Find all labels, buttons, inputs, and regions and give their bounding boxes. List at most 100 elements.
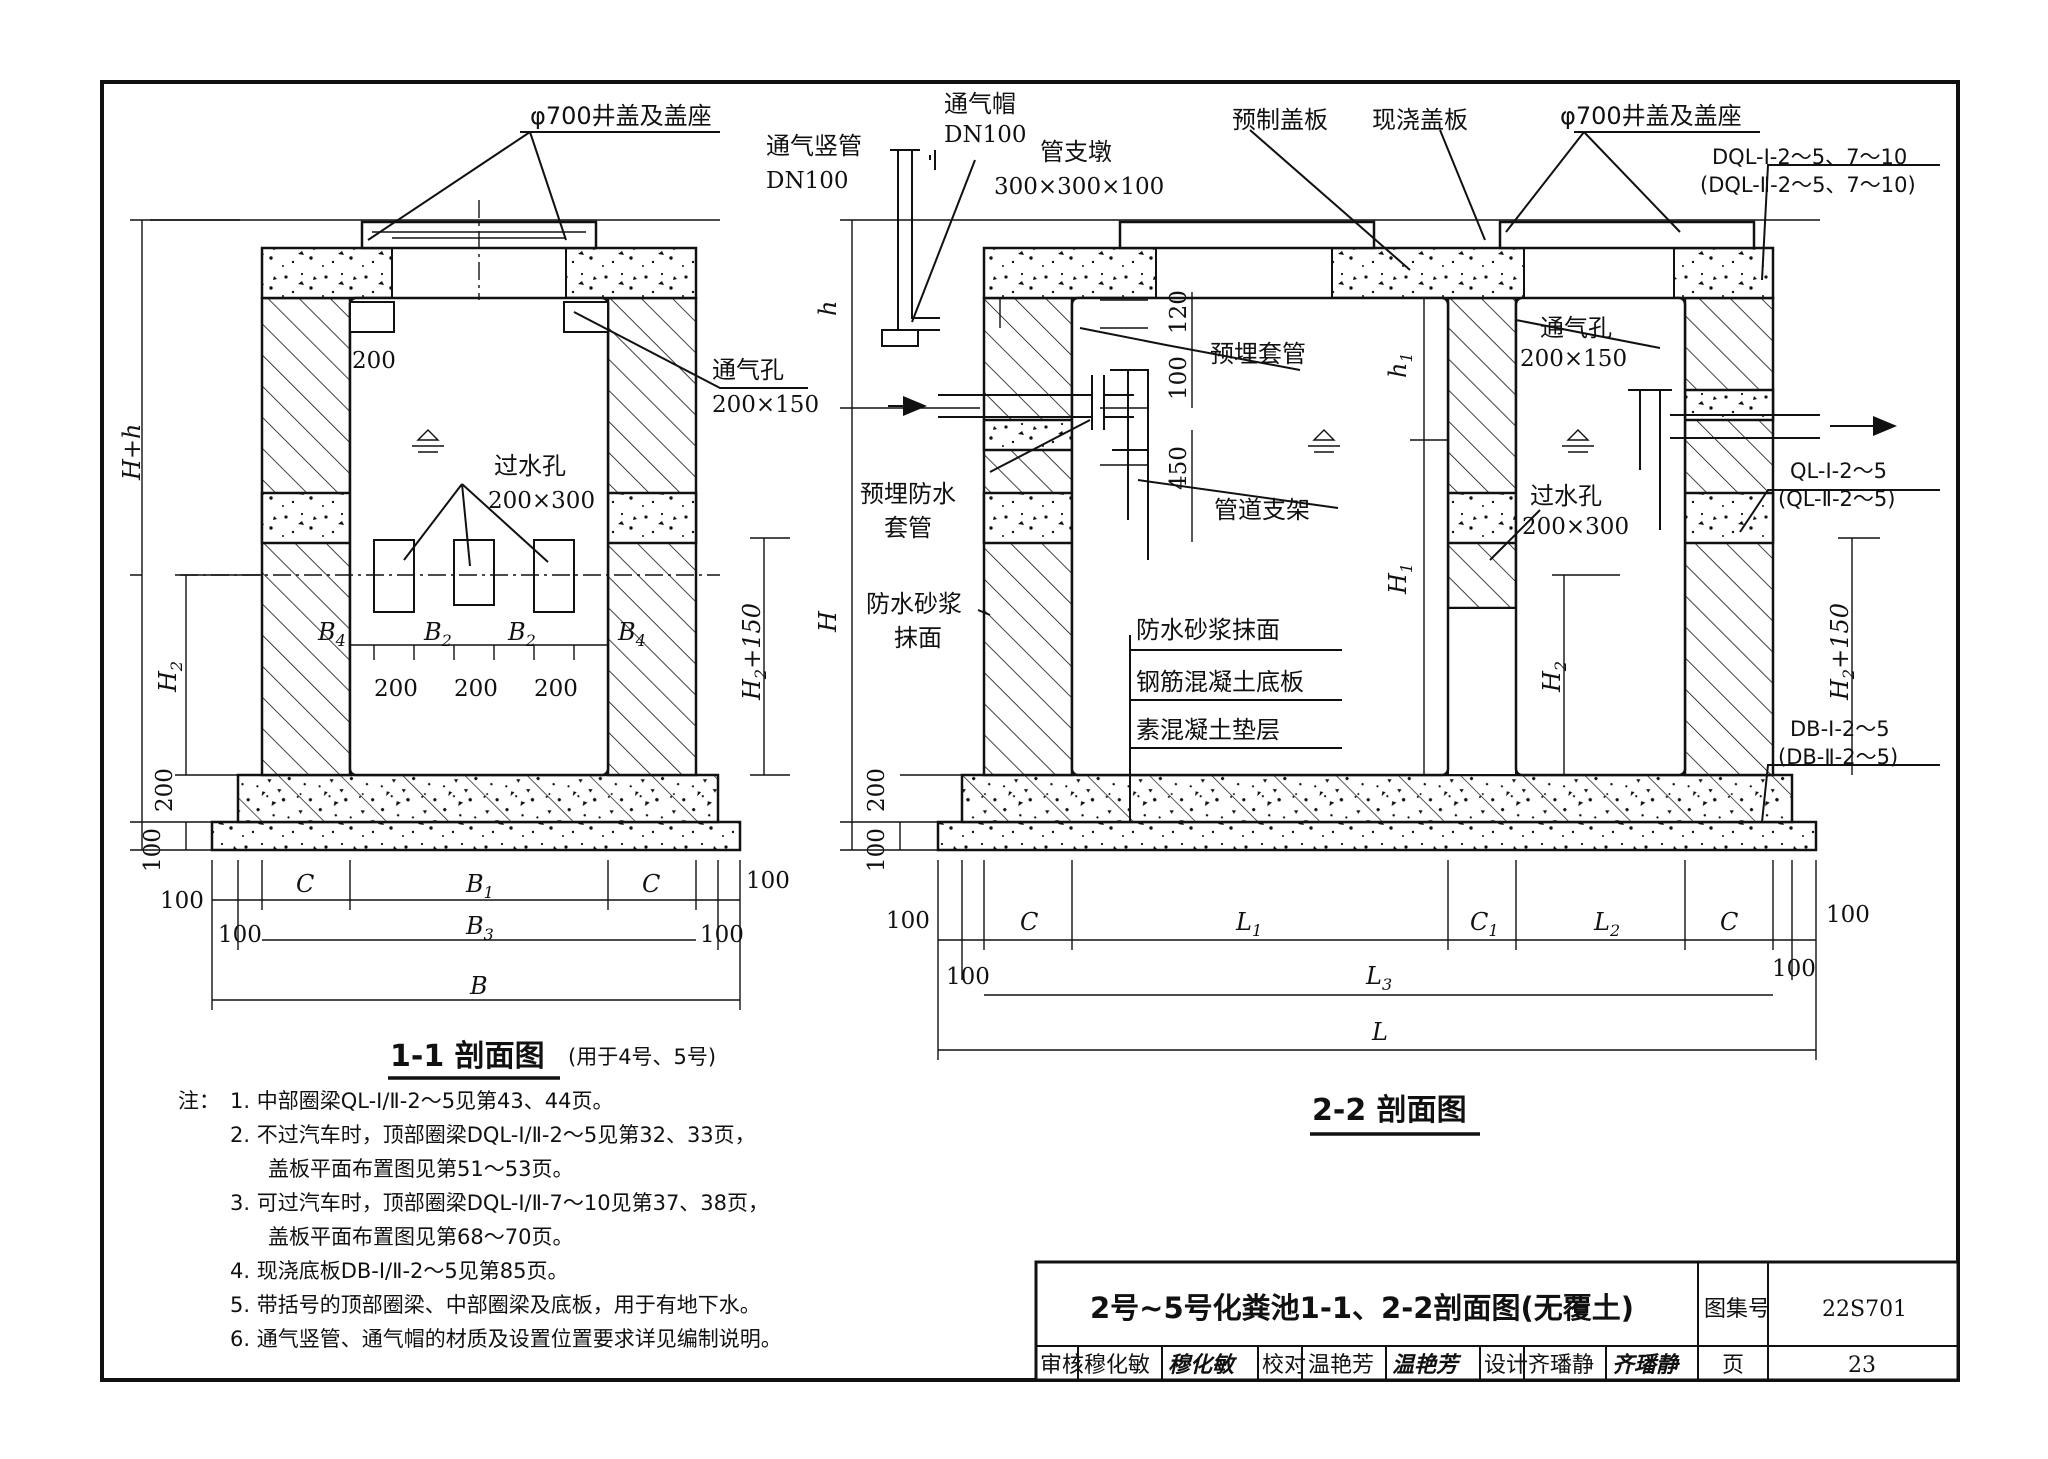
design-label: 设计: [1484, 1353, 1528, 1378]
dim-c1: C1: [1470, 908, 1499, 940]
vent-hole-size-1-1: 200×150: [712, 392, 819, 418]
layer-label-2: 钢筋混凝土底板: [1136, 668, 1304, 696]
mortar-label-1: 防水砂浆: [866, 590, 962, 618]
dim-b4-right: B4: [617, 618, 646, 650]
dql-label-1: DQL-Ⅰ-2～5、7～10: [1712, 145, 1907, 169]
floor-slab-2-2: [960, 773, 1794, 824]
base-slab-2-2: [936, 820, 1818, 852]
dim-100-right-b-2-2: 100: [1772, 956, 1816, 982]
dim-b3: B3: [465, 912, 494, 944]
dim-H: H: [814, 610, 842, 633]
check-signature: 温艳芳: [1392, 1352, 1462, 1378]
vent-pipe-label: 通气竖管: [766, 132, 862, 160]
check-name: 温艳芳: [1308, 1353, 1374, 1378]
drawing-title: 2号~5号化粪池1-1、2-2剖面图(无覆土): [1090, 1291, 1634, 1325]
vent-hole-label-2-2: 通气孔: [1540, 314, 1612, 342]
dim-100-base-2-2: 100: [864, 828, 890, 872]
layer-label-1: 防水砂浆抹面: [1136, 616, 1280, 644]
dim-100-left: 100: [160, 888, 204, 914]
dim-c-right-2-2: C: [1720, 908, 1738, 936]
review-signature: 穆化敏: [1168, 1352, 1238, 1378]
precast-cover-label: 预制盖板: [1232, 106, 1328, 134]
dim-100-left-2-2: 100: [886, 908, 930, 934]
title-block: 2号~5号化粪池1-1、2-2剖面图(无覆土) 图集号 22S701 页 23 …: [1034, 1260, 1960, 1382]
note-4: 4. 现浇底板DB-Ⅰ/Ⅱ-2～5见第85页。: [230, 1259, 569, 1283]
dim-200-slab: 200: [152, 768, 178, 812]
dim-total-height: H+h: [118, 424, 146, 482]
section-1-1-title-note: (用于4号、5号): [568, 1045, 716, 1069]
note-6: 6. 通气竖管、通气帽的材质及设置位置要求详见编制说明。: [230, 1327, 782, 1351]
dim-h2-150: H2+150: [738, 603, 770, 701]
notes-prefix: 注：: [178, 1089, 220, 1113]
review-label: 审核: [1040, 1353, 1084, 1378]
design-signature: 齐璠静: [1612, 1352, 1681, 1378]
note-2: 2. 不过汽车时，顶部圈梁DQL-Ⅰ/Ⅱ-2～5见第32、33页，: [230, 1123, 756, 1147]
cast-cover-label: 现浇盖板: [1372, 106, 1468, 134]
sheet-border: [100, 80, 1960, 1382]
dim-100-right: 100: [746, 868, 790, 894]
section-1-1: [130, 131, 808, 1010]
dim-b2-left: B2: [423, 618, 452, 650]
embedded-sleeve-label: 预埋套管: [1210, 340, 1306, 368]
page-number: 23: [1848, 1353, 1876, 1378]
design-name: 齐璠静: [1528, 1353, 1594, 1378]
section-2-2: [840, 129, 1940, 1060]
dim-l1: L1: [1235, 908, 1262, 940]
vent-hole-label-1-1: 通气孔: [712, 356, 784, 384]
water-hole-size-1-1: 200×300: [488, 488, 595, 514]
dim-h: h: [814, 301, 842, 316]
note-2-cont: 盖板平面布置图见第51～53页。: [268, 1157, 573, 1181]
water-hole-label-2-2: 过水孔: [1530, 482, 1602, 510]
water-hole-label-1-1: 过水孔: [494, 452, 566, 480]
review-name: 穆化敏: [1084, 1353, 1150, 1378]
base-slab-1-1: [210, 820, 742, 852]
db-label-2: (DB-Ⅱ-2～5): [1778, 745, 1898, 769]
dim-h2-150-2-2: H2+150: [1826, 603, 1858, 701]
dim-c-left: C: [296, 870, 314, 898]
dim-b-total: B: [469, 972, 488, 1000]
vent-cap-size: DN100: [944, 122, 1026, 148]
db-label-1: DB-Ⅰ-2～5: [1790, 717, 1890, 741]
cover-label-2-2: φ700井盖及盖座: [1560, 102, 1742, 130]
dql-label-2: (DQL-Ⅱ-2～5、7～10): [1700, 173, 1916, 197]
dim-100-left-2: 100: [218, 922, 262, 948]
dim-200-top: 200: [352, 348, 396, 374]
pipe-pier-size: 300×300×100: [994, 174, 1164, 200]
dim-l-total: L: [1371, 1018, 1388, 1046]
waterproof-sleeve-label-2: 套管: [884, 514, 932, 542]
mortar-label-2: 抹面: [894, 624, 942, 652]
pipe-support-label: 管道支架: [1214, 496, 1310, 524]
dim-200-b: 200: [454, 676, 498, 702]
page-label: 页: [1722, 1353, 1744, 1378]
ql-label-1: QL-Ⅰ-2～5: [1790, 459, 1887, 483]
dim-b1: B1: [465, 870, 494, 902]
dim-100-right-2-2: 100: [1826, 902, 1870, 928]
dim-b4-left: B4: [317, 618, 346, 650]
section-2-2-title: 2-2 剖面图: [1312, 1093, 1467, 1128]
ql-label-2: (QL-Ⅱ-2～5): [1778, 487, 1895, 511]
note-1: 1. 中部圈梁QL-Ⅰ/Ⅱ-2～5见第43、44页。: [230, 1089, 614, 1113]
dim-c-right: C: [642, 870, 660, 898]
note-5: 5. 带括号的顶部圈梁、中部圈梁及底板，用于有地下水。: [230, 1293, 761, 1317]
notes: 注： 1. 中部圈梁QL-Ⅰ/Ⅱ-2～5见第43、44页。 2. 不过汽车时，顶…: [178, 1089, 782, 1351]
dim-l2: L2: [1593, 908, 1620, 940]
waterproof-sleeve-label-1: 预埋防水: [860, 480, 956, 508]
dim-H1: H1: [1384, 563, 1416, 595]
note-3: 3. 可过汽车时，顶部圈梁DQL-Ⅰ/Ⅱ-7～10见第37、38页，: [230, 1191, 769, 1215]
dim-100-pipe: 100: [1166, 356, 1192, 400]
dim-h1: h1: [1384, 352, 1416, 378]
dim-c-2-2: C: [1020, 908, 1038, 936]
section-1-1-title: 1-1 剖面图: [390, 1039, 545, 1074]
dim-l3: L3: [1365, 962, 1392, 994]
atlas-label: 图集号: [1704, 1297, 1770, 1322]
dim-100-left-b-2-2: 100: [946, 964, 990, 990]
vent-hole-size-2-2: 200×150: [1520, 346, 1627, 372]
dim-b2-right: B2: [507, 618, 536, 650]
atlas-number: 22S701: [1822, 1297, 1907, 1322]
check-label: 校对: [1262, 1353, 1306, 1378]
vent-cap-label: 通气帽: [944, 90, 1016, 118]
vent-pipe-size: DN100: [766, 168, 848, 194]
dim-450: 450: [1166, 446, 1192, 490]
dim-h2-left: H2: [154, 661, 186, 693]
